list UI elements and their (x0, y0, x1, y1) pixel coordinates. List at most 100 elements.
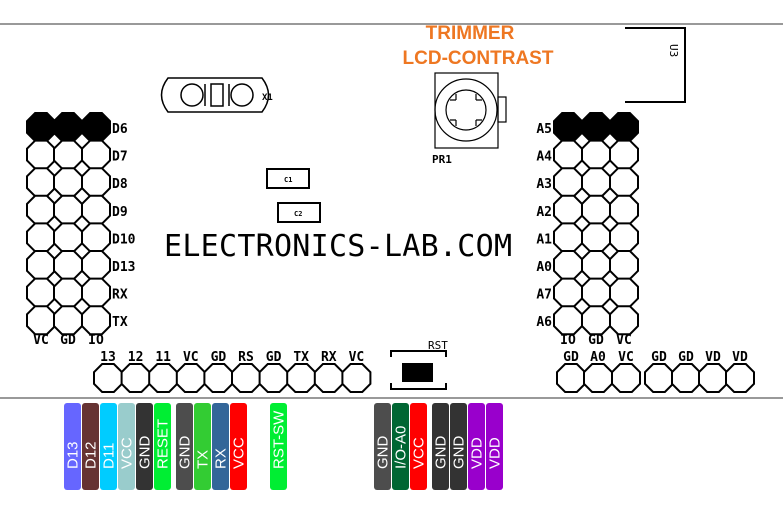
u3-label: U3 (667, 44, 680, 57)
brand-text: ELECTRONICS-LAB.COM (164, 229, 512, 264)
pin-label-a5: A5 (536, 122, 552, 137)
pin-label-tx: TX (112, 315, 128, 330)
pin-tag-vcc: VCC (118, 403, 135, 490)
pin-tag-reset: RESET (154, 403, 171, 490)
header-pin-rx (81, 277, 111, 308)
capacitor-c2 (277, 202, 321, 223)
pin-label-d9: D9 (112, 205, 128, 220)
pin-tag-d12: D12 (82, 403, 99, 490)
bottom-pin-gd (203, 363, 234, 393)
header-pin-a3 (609, 167, 639, 198)
pin-label-a2: A2 (536, 205, 552, 220)
pin-tag-vcc: VCC (410, 403, 427, 490)
header-pin-a2 (581, 194, 611, 225)
bottom-pin-rx (313, 363, 344, 393)
header-pin-a4 (581, 139, 611, 170)
column-label-io: IO (88, 333, 104, 348)
header-pin-d13 (26, 250, 56, 280)
bottom-pin-label: GD (563, 350, 579, 365)
pin-tag-tx: TX (194, 403, 211, 490)
header-pin-d9 (81, 194, 111, 225)
capacitor-c1 (266, 168, 310, 189)
header-pin-d6 (53, 112, 83, 142)
cap1-label: C1 (284, 176, 292, 184)
bottom-pin-label: VC (349, 350, 365, 365)
header-pin-a7 (581, 277, 611, 308)
pin-tag-gnd: GND (450, 403, 467, 490)
header-pin-a3 (581, 167, 611, 198)
pin-tag-label: RESET (154, 418, 171, 469)
pin-tag-gnd: GND (176, 403, 193, 490)
bottom-pin-vd (698, 363, 728, 393)
header-pin-d8 (81, 167, 111, 198)
header-pin-a6 (581, 305, 611, 336)
trimmer-pr1 (434, 72, 507, 149)
pin-label-d7: D7 (112, 150, 128, 165)
pin-label-d6: D6 (112, 122, 128, 137)
header-pin-d13 (81, 250, 111, 280)
header-pin-a1 (609, 222, 639, 253)
bottom-pin-label: VD (732, 350, 748, 365)
display-connector-u3 (625, 27, 686, 103)
pin-label-a1: A1 (536, 232, 552, 247)
pin-label-d10: D10 (112, 232, 136, 247)
header-pin-d10 (81, 222, 111, 253)
bottom-pin-label: GD (678, 350, 694, 365)
bottom-pin-vc (611, 363, 641, 393)
bottom-pin-a0 (583, 363, 613, 393)
pin-tag-label: VDD (468, 437, 485, 469)
bottom-pin-rs (231, 363, 261, 393)
header-pin-a2 (553, 194, 583, 225)
column-label-io: IO (560, 333, 576, 348)
bottom-pin-label: TX (293, 350, 309, 365)
pin-label-rx: RX (112, 288, 128, 303)
pin-tag-vdd: VDD (468, 403, 485, 490)
pin-tag-rst-sw: RST-SW (270, 403, 287, 490)
bottom-pin-vc (341, 363, 372, 393)
bottom-pin-label: GD (211, 350, 227, 365)
bottom-pin-label: RX (321, 350, 337, 365)
header-pin-a4 (609, 139, 639, 170)
pin-tag-vdd: VDD (486, 403, 503, 490)
pin-tag-d13: D13 (64, 403, 81, 490)
header-pin-a5 (581, 112, 611, 142)
column-label-gd: GD (60, 333, 76, 348)
header-pin-rx (26, 277, 56, 308)
header-pin-d10 (26, 222, 56, 253)
header-pin-a7 (609, 277, 639, 308)
reset-switch[interactable] (390, 350, 447, 390)
pin-tag-gnd: GND (374, 403, 391, 490)
header-pin-d9 (26, 194, 56, 225)
header-pin-a6 (553, 305, 583, 336)
header-pin-a2 (609, 194, 639, 225)
pin-tag-vcc: VCC (230, 403, 247, 490)
bottom-pin-label: 13 (100, 350, 116, 365)
pin-label-d8: D8 (112, 177, 128, 192)
pin-tag-i-o-a0: I/O-A0 (392, 403, 409, 490)
header-pin-rx (53, 277, 83, 308)
header-pin-tx (81, 305, 111, 336)
pin-tag-label: RST-SW (270, 410, 287, 469)
bottom-pin-tx (286, 363, 317, 393)
bottom-pin-label: GD (266, 350, 282, 365)
bottom-pin-vd (725, 363, 755, 393)
pin-tag-label: VCC (230, 437, 247, 469)
header-pin-a5 (609, 112, 639, 142)
pin-tag-label: VCC (410, 437, 427, 469)
header-pin-tx (53, 305, 83, 336)
cap2-label: C2 (294, 210, 302, 218)
header-pin-a4 (553, 139, 583, 170)
pin-label-a4: A4 (536, 150, 552, 165)
pin-tag-gnd: GND (432, 403, 449, 490)
pin-tag-label: D13 (64, 441, 81, 469)
trimmer-title: TRIMMER (425, 23, 515, 44)
reset-switch-label: RST (428, 339, 448, 352)
crystal-label: X1 (262, 93, 273, 103)
bottom-pin-11 (148, 363, 179, 393)
header-pin-tx (26, 305, 56, 336)
pin-tag-label: VDD (486, 437, 503, 469)
bottom-pin-label: RS (238, 350, 254, 365)
header-pin-a5 (553, 112, 583, 142)
pin-tag-label: GND (374, 435, 391, 469)
header-pin-a0 (553, 250, 583, 280)
